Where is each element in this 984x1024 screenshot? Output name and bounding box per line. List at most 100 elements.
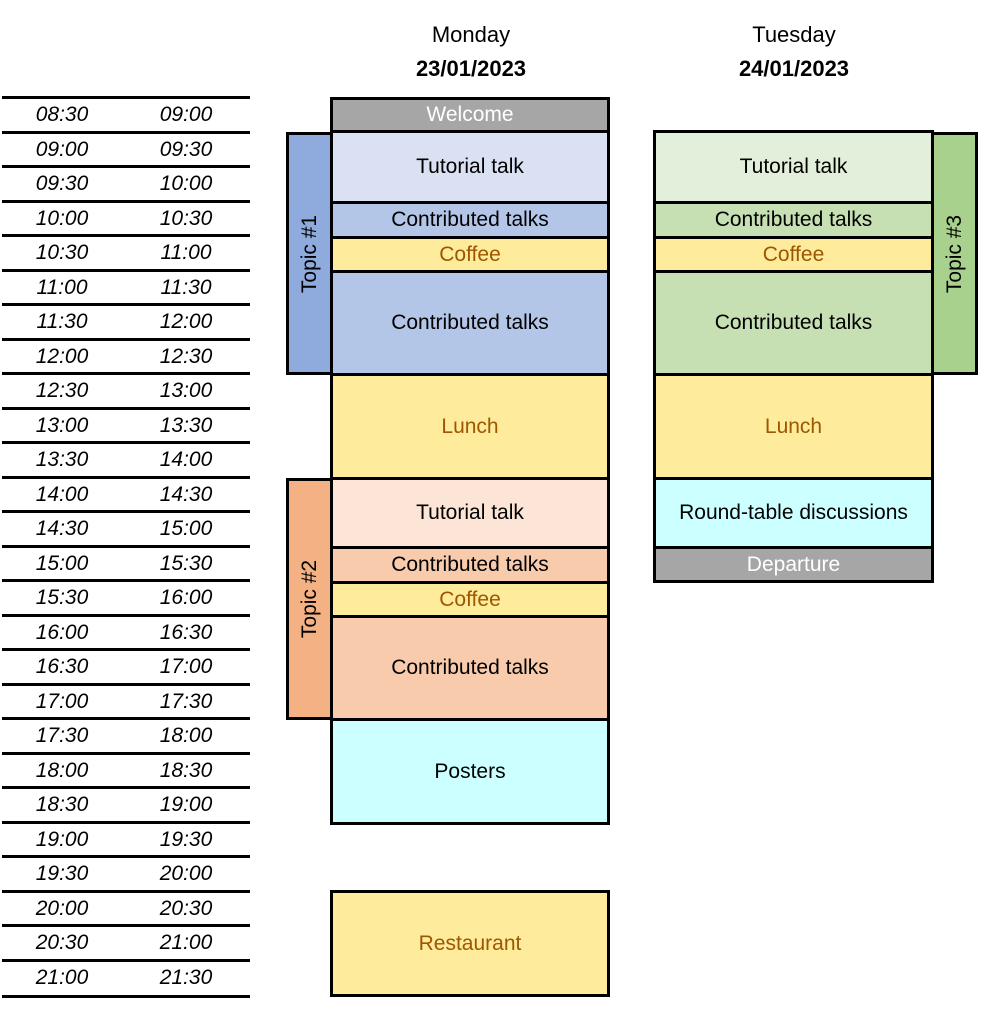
- time-start: 18:30: [35, 793, 89, 816]
- time-end: 20:00: [159, 862, 213, 885]
- time-row: 21:00 21:30: [2, 958, 250, 994]
- tuesday-contributed-b-block: Contributed talks: [653, 270, 934, 376]
- time-end: 17:00: [159, 655, 213, 678]
- time-start: 19:30: [35, 862, 89, 885]
- time-start: 13:00: [35, 413, 89, 437]
- topic-1-tab: Topic #1: [286, 132, 333, 375]
- time-end: 12:00: [159, 310, 213, 333]
- time-start: 16:30: [35, 655, 89, 678]
- monday-coffee-1-block: Coffee: [330, 236, 610, 273]
- monday-contributed-1a-label: Contributed talks: [391, 208, 549, 231]
- tuesday-tutorial-block: Tutorial talk: [653, 130, 934, 204]
- tuesday-tutorial-label: Tutorial talk: [739, 155, 848, 178]
- tuesday-roundtable-block: Round-table discussions: [653, 477, 934, 549]
- monday-restaurant-block: Restaurant: [330, 890, 610, 997]
- time-row: 18:30 19:00: [2, 786, 250, 821]
- time-end: 18:30: [159, 758, 213, 782]
- time-row: 10:00 10:30: [2, 199, 250, 235]
- time-row: 18:00 18:30: [2, 751, 250, 787]
- tuesday-coffee-block: Coffee: [653, 236, 934, 273]
- time-end: 13:00: [159, 379, 213, 402]
- monday-tutorial-1-label: Tutorial talk: [416, 155, 524, 178]
- tuesday-date: 24/01/2023: [738, 56, 850, 81]
- time-start: 17:30: [35, 724, 89, 747]
- time-row: 19:30 20:00: [2, 855, 250, 890]
- time-end: 10:00: [159, 172, 213, 195]
- tuesday-contributed-b-label: Contributed talks: [714, 311, 873, 334]
- time-end: 17:30: [159, 689, 213, 713]
- time-start: 13:30: [35, 448, 89, 471]
- time-row: 16:00 16:30: [2, 613, 250, 649]
- time-end: 14:00: [159, 448, 213, 471]
- monday-coffee-2-label: Coffee: [439, 587, 501, 611]
- tuesday-day-name: Tuesday: [752, 22, 836, 47]
- time-end: 20:30: [159, 896, 213, 920]
- time-row: 11:00 11:30: [2, 268, 250, 304]
- monday-posters-block: Posters: [330, 718, 610, 825]
- monday-date: 23/01/2023: [415, 56, 527, 81]
- monday-tutorial-1-block: Tutorial talk: [330, 130, 610, 204]
- time-end: 11:00: [160, 241, 212, 264]
- monday-coffee-2-block: Coffee: [330, 581, 610, 618]
- tuesday-coffee-label: Coffee: [762, 242, 825, 266]
- time-end: 14:30: [159, 482, 213, 506]
- time-end: 21:00: [159, 931, 213, 954]
- topic-2-tab: Topic #2: [286, 478, 333, 720]
- time-start: 17:00: [35, 689, 89, 713]
- time-start: 11:30: [36, 310, 88, 333]
- time-row: 17:00 17:30: [2, 682, 250, 718]
- monday-tutorial-2-label: Tutorial talk: [416, 501, 524, 524]
- time-start: 19:00: [35, 827, 89, 851]
- tuesday-lunch-label: Lunch: [764, 414, 823, 438]
- time-row: 08:30 09:00: [2, 96, 250, 131]
- monday-contributed-2a-block: Contributed talks: [330, 546, 610, 584]
- monday-contributed-1b-label: Contributed talks: [391, 311, 549, 334]
- monday-contributed-2a-label: Contributed talks: [391, 553, 549, 576]
- tuesday-roundtable-label: Round-table discussions: [679, 501, 908, 524]
- time-row: 12:30 13:00: [2, 372, 250, 407]
- time-end: 11:30: [160, 275, 212, 299]
- time-start: 10:30: [35, 241, 89, 264]
- time-start: 11:00: [36, 275, 88, 299]
- monday-tutorial-2-block: Tutorial talk: [330, 477, 610, 549]
- topic-2-label: Topic #2: [297, 559, 321, 639]
- time-end: 09:30: [159, 137, 213, 161]
- monday-day-name: Monday: [431, 22, 511, 47]
- topic-3-label: Topic #3: [942, 214, 966, 293]
- tuesday-contributed-a-block: Contributed talks: [653, 201, 934, 239]
- time-start: 21:00: [35, 965, 89, 989]
- time-end: 19:00: [159, 793, 213, 816]
- time-end: 09:00: [159, 103, 213, 126]
- time-end: 21:30: [159, 965, 213, 989]
- time-end: 18:00: [159, 724, 213, 747]
- time-start: 18:00: [35, 758, 89, 782]
- monday-lunch-block: Lunch: [330, 373, 610, 480]
- time-start: 10:00: [35, 206, 89, 230]
- time-start: 14:00: [35, 482, 89, 506]
- time-start: 12:30: [35, 379, 89, 402]
- time-column-bottom-rule: [2, 995, 250, 998]
- time-row: 13:30 14:00: [2, 441, 250, 476]
- monday-welcome-block: Welcome: [330, 97, 610, 133]
- time-end: 16:30: [159, 620, 213, 644]
- time-start: 08:30: [35, 103, 89, 126]
- time-end: 15:30: [159, 551, 213, 575]
- tuesday-departure-block: Departure: [653, 546, 934, 583]
- time-row: 14:00 14:30: [2, 475, 250, 511]
- time-end: 10:30: [159, 206, 213, 230]
- time-start: 12:00: [35, 344, 89, 368]
- time-start: 16:00: [35, 620, 89, 644]
- monday-restaurant-label: Restaurant: [418, 931, 522, 955]
- monday-contributed-1b-block: Contributed talks: [330, 270, 610, 376]
- time-end: 16:00: [159, 586, 213, 609]
- time-start: 20:00: [35, 896, 89, 920]
- topic-1-label: Topic #1: [297, 214, 321, 293]
